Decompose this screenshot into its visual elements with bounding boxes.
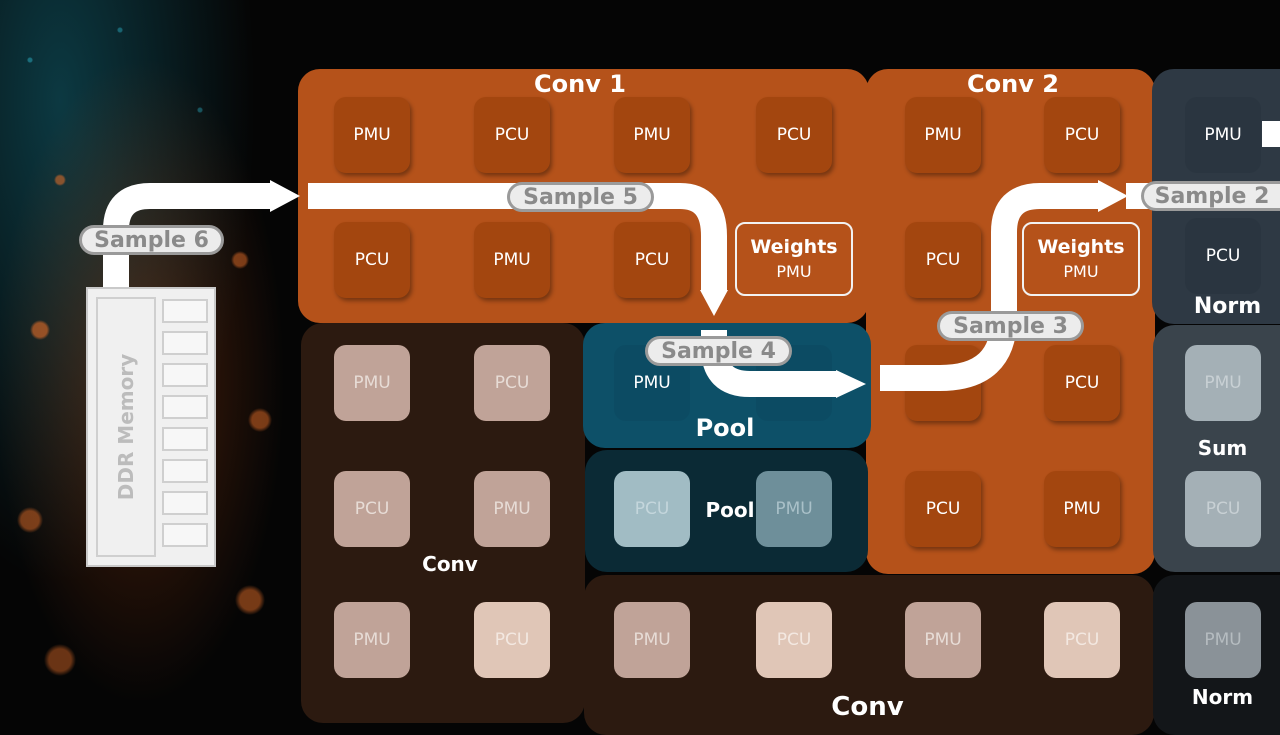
conv1-pmu-tile: PMU bbox=[614, 97, 690, 173]
sample5-pill: Sample 5 bbox=[507, 182, 654, 212]
pool-label: Pool bbox=[695, 414, 755, 442]
ddr-slot bbox=[162, 395, 208, 419]
sample3-pill: Sample 3 bbox=[937, 311, 1084, 341]
sample6-pill: Sample 6 bbox=[79, 225, 224, 255]
sample5-arrowhead bbox=[700, 290, 728, 316]
sample3-arrow-path bbox=[880, 183, 1100, 391]
sample3-arrowhead bbox=[1098, 180, 1128, 212]
sum-pcu-tile: PCU bbox=[1185, 471, 1261, 547]
ddr-memory-block: DDR Memory bbox=[86, 287, 216, 567]
conv-left-pmu-tile: PMU bbox=[334, 345, 410, 421]
sum-pmu-tile: PMU bbox=[1185, 345, 1261, 421]
norm-top-label: Norm bbox=[1193, 294, 1262, 319]
weights-title: Weights bbox=[750, 236, 838, 258]
norm-top-pmu-tile: PMU bbox=[1185, 97, 1261, 173]
conv-bottom-pcu-tile: PCU bbox=[756, 602, 832, 678]
conv-left-label: Conv bbox=[422, 552, 478, 576]
norm-top-pcu-tile: PCU bbox=[1185, 218, 1261, 294]
conv-bottom-pmu-tile: PMU bbox=[905, 602, 981, 678]
conv2-weights-tile: Weights PMU bbox=[1022, 222, 1140, 296]
ddr-slot bbox=[162, 523, 208, 547]
sample5-arrow-path bbox=[308, 183, 727, 292]
sample4-pill: Sample 4 bbox=[645, 336, 792, 366]
dataflow-arrows bbox=[103, 121, 1280, 398]
weights-unit: PMU bbox=[1063, 262, 1099, 281]
ddr-slot bbox=[162, 331, 208, 355]
conv2-pcu-tile: PCU bbox=[1044, 97, 1120, 173]
conv2-pmu-tile: PMU bbox=[1044, 471, 1120, 547]
norm-bottom-label: Norm bbox=[1191, 685, 1254, 709]
conv-left-pcu-tile: PCU bbox=[474, 602, 550, 678]
conv1-pcu-tile: PCU bbox=[474, 97, 550, 173]
sample2-pill: Sample 2 bbox=[1141, 181, 1280, 211]
conv-left-pmu-tile: PMU bbox=[334, 602, 410, 678]
conv1-pcu-tile: PCU bbox=[334, 222, 410, 298]
conv1-pcu-tile: PCU bbox=[756, 97, 832, 173]
conv1-pmu-tile: PMU bbox=[334, 97, 410, 173]
conv1-label: Conv 1 bbox=[534, 70, 626, 98]
conv2-pcu-tile: PCU bbox=[905, 222, 981, 298]
sample6-arrowhead bbox=[270, 180, 300, 212]
sample4-arrowhead bbox=[836, 370, 866, 398]
conv-bottom-label: Conv bbox=[831, 692, 904, 722]
weights-title: Weights bbox=[1037, 236, 1125, 258]
ddr-slot bbox=[162, 491, 208, 515]
conv2-pcu-tile: PCU bbox=[1044, 345, 1120, 421]
conv1-pcu-tile: PCU bbox=[614, 222, 690, 298]
weights-unit: PMU bbox=[776, 262, 812, 281]
conv2-pmu-tile: PMU bbox=[905, 97, 981, 173]
sum-label: Sum bbox=[1197, 436, 1248, 460]
ddr-slot bbox=[162, 427, 208, 451]
norm-bottom-pmu-tile: PMU bbox=[1185, 602, 1261, 678]
pool-faded-pmu-tile: PMU bbox=[756, 471, 832, 547]
conv-bottom-pmu-tile: PMU bbox=[614, 602, 690, 678]
conv-left-pmu-tile: PMU bbox=[474, 471, 550, 547]
conv-left-pcu-tile: PCU bbox=[334, 471, 410, 547]
conv1-pmu-tile: PMU bbox=[474, 222, 550, 298]
conv2-label: Conv 2 bbox=[967, 70, 1059, 98]
conv-bottom-pcu-tile: PCU bbox=[1044, 602, 1120, 678]
pool-faded-pcu-tile: PCU bbox=[614, 471, 690, 547]
pool-faded-label: Pool bbox=[705, 498, 755, 522]
ddr-slot bbox=[162, 363, 208, 387]
ddr-slot bbox=[162, 459, 208, 483]
conv1-weights-tile: Weights PMU bbox=[735, 222, 853, 296]
conv-left-pcu-tile: PCU bbox=[474, 345, 550, 421]
ddr-slot bbox=[162, 299, 208, 323]
ddr-memory-chip bbox=[96, 297, 156, 557]
conv2-pcu-tile: PCU bbox=[905, 471, 981, 547]
